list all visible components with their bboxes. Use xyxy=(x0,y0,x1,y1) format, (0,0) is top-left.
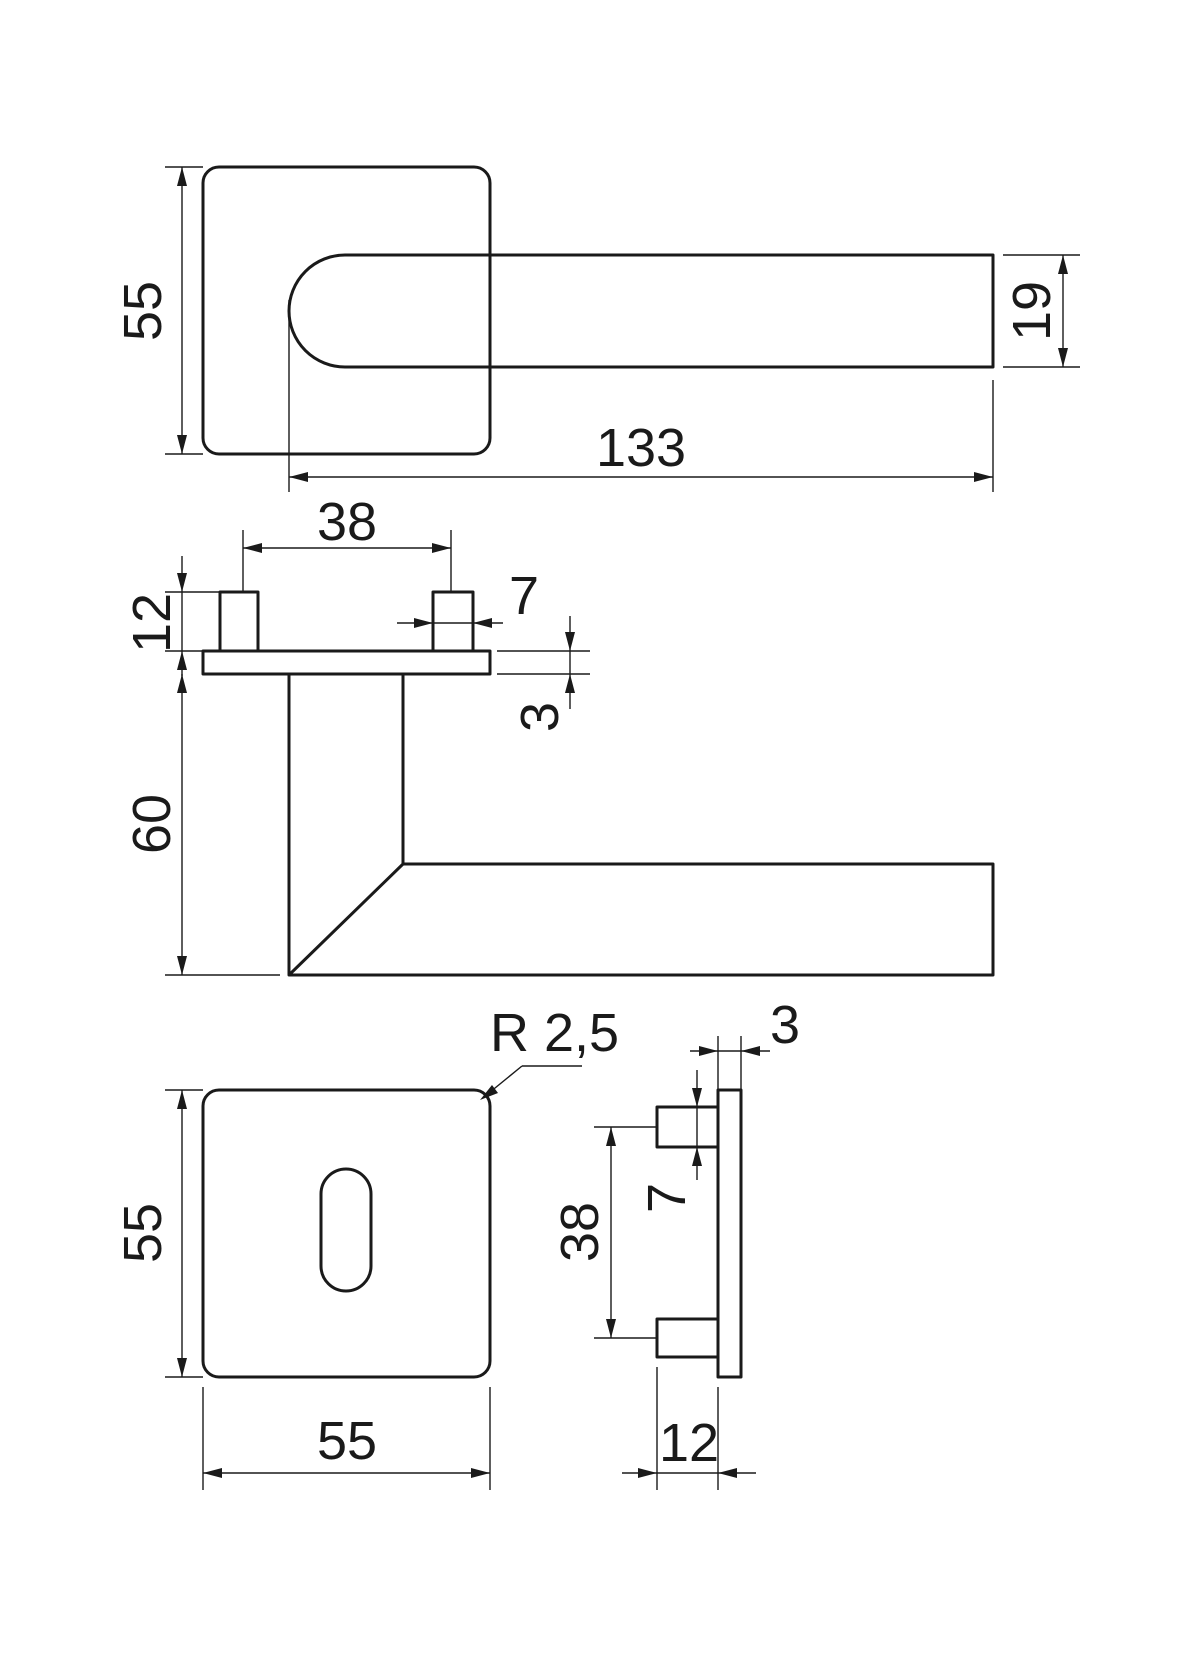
arrowhead xyxy=(471,1468,490,1478)
dimension-label-pin-height: 12 xyxy=(122,593,182,653)
arrowhead xyxy=(606,1127,616,1146)
arrowhead xyxy=(480,1085,498,1100)
arrowhead xyxy=(718,1468,737,1478)
dimension-label-height: 55 xyxy=(113,1203,173,1263)
arrowhead xyxy=(638,1468,657,1478)
escutcheon-side-view: 3 7 38 12 xyxy=(550,995,800,1490)
arrowhead xyxy=(414,618,433,628)
arrowhead xyxy=(432,543,451,553)
dimension-label-plate-thickness: 3 xyxy=(510,702,570,732)
escutcheon-pin-top xyxy=(655,1105,720,1149)
lever-bevel-line xyxy=(287,862,405,977)
lever-outline xyxy=(287,253,995,369)
escutcheon-side-plate xyxy=(716,1088,743,1379)
dimension-label-plate-thickness: 3 xyxy=(770,995,800,1055)
arrowhead xyxy=(177,1358,187,1377)
dimension-label-width: 55 xyxy=(317,1411,377,1471)
dimension-label-pin-spacing: 38 xyxy=(550,1202,610,1262)
arrowhead xyxy=(177,167,187,186)
escutcheon-front-view: R 2,5 55 55 xyxy=(113,1003,619,1490)
arrowhead xyxy=(565,674,575,693)
lever-side-outline xyxy=(287,674,995,977)
arrowhead xyxy=(177,956,187,975)
dimension-label-length: 133 xyxy=(596,418,686,478)
arrowhead xyxy=(974,472,993,482)
escutcheon-plate-outline xyxy=(201,1088,492,1379)
arrowhead xyxy=(741,1046,760,1056)
top-view: 55 19 133 xyxy=(113,165,1080,492)
fixing-pin-right xyxy=(431,590,475,653)
dimension-label-depth: 12 xyxy=(659,1413,719,1473)
dimension-label-pin-width: 7 xyxy=(637,1183,697,1213)
arrowhead xyxy=(473,618,492,628)
rose-plate-outline xyxy=(201,165,492,456)
arrowhead xyxy=(1058,255,1068,274)
rose-base-plate xyxy=(201,649,492,676)
arrowhead xyxy=(1058,348,1068,367)
arrowhead xyxy=(177,651,187,670)
arrowhead xyxy=(177,674,187,693)
arrowhead xyxy=(203,1468,222,1478)
arrowhead xyxy=(692,1147,702,1166)
dimension-label-pin-spacing: 38 xyxy=(317,492,377,552)
arrowhead xyxy=(177,1090,187,1109)
arrowhead xyxy=(606,1319,616,1338)
arrowhead xyxy=(177,573,187,592)
side-view: 38 12 7 3 60 xyxy=(122,492,995,977)
radius-label: R 2,5 xyxy=(490,1003,619,1063)
arrowhead xyxy=(243,543,262,553)
fixing-pin-left xyxy=(218,590,260,653)
arrowhead xyxy=(289,472,308,482)
dimension-label-pin-width: 7 xyxy=(509,566,539,626)
dimension-label-thickness: 19 xyxy=(1002,281,1062,341)
dimension-label-height: 55 xyxy=(113,281,173,341)
keyhole-slot xyxy=(319,1167,373,1293)
arrowhead xyxy=(177,435,187,454)
arrowhead xyxy=(699,1046,718,1056)
escutcheon-pin-bottom xyxy=(655,1317,720,1359)
dimension-label-lever-drop: 60 xyxy=(122,794,182,854)
arrowhead xyxy=(565,632,575,651)
arrowhead xyxy=(692,1088,702,1107)
